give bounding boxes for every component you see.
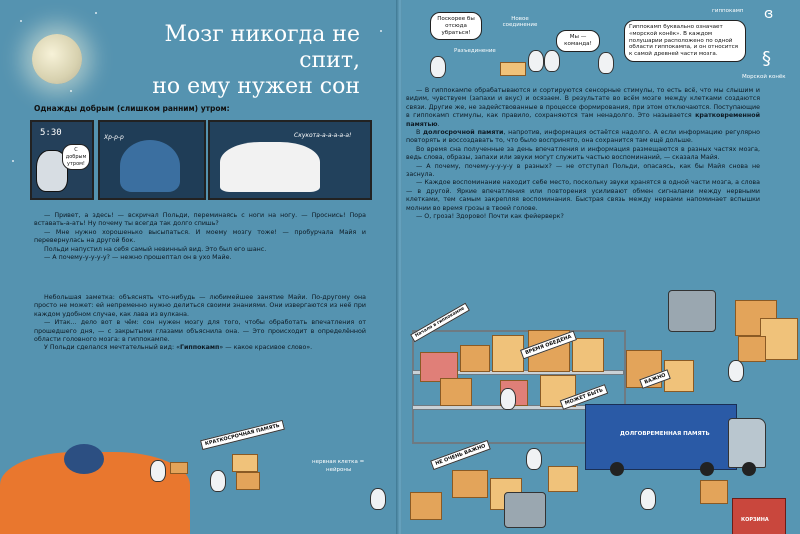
neuron-creature [544, 50, 560, 72]
truck-wheel [742, 462, 756, 476]
moon-illustration [32, 34, 82, 84]
term-long-term-memory: долгосрочной памяти [423, 129, 504, 137]
comic-subhead: Однажды добрым (слишком ранним) утром: [34, 104, 230, 113]
warehouse-shelf [412, 330, 626, 444]
snore-text: Хр-р-р [104, 134, 124, 141]
label-hippocampus: гиппокамп [712, 8, 744, 14]
comic-panel-1: 5:30 С добрым утром! [30, 120, 94, 200]
label-seahorse: Морской конёк [742, 74, 786, 80]
label-disconnection: Разъединение [454, 48, 496, 54]
para-r3: Во время сна полученные за день впечатле… [406, 145, 760, 162]
truck-wheel [610, 462, 624, 476]
neuron-creature [526, 448, 542, 470]
forklift [668, 290, 716, 332]
para-r5: — Каждое воспоминание находит себе место… [406, 179, 760, 212]
trash-bin: КОРЗИНА [732, 498, 786, 534]
para-r4: — А почему, почему-у-у-у-у в разных? — н… [406, 162, 760, 179]
parcel-box [500, 62, 526, 76]
para-r6: — О, гроза! Здорово! Почти как фейерверк… [416, 213, 564, 221]
parcel-box [232, 454, 258, 472]
truck-label: ДОЛГОВРЕМЕННАЯ ПАМЯТЬ [620, 431, 710, 437]
para-3: Польди напустил на себя самый невинный в… [44, 245, 267, 253]
parcel-box [420, 352, 458, 382]
neuron-creature [528, 50, 544, 72]
parcel-box [700, 480, 728, 504]
parcel-box [738, 336, 766, 362]
parcel-box [452, 470, 488, 498]
dialogue-block-1: — Привет, а здесь! — вскричал Польди, пе… [34, 212, 366, 262]
neuron-creature [728, 360, 744, 382]
para-5: Небольшая заметка: объяснять что-нибудь … [34, 294, 366, 318]
para-r1: — В гиппокампе обрабатываются и сортирую… [406, 87, 760, 128]
para-4: — А почему-у-у-у-у? — нежно прошептал он… [44, 254, 232, 262]
parcel-box [170, 462, 188, 474]
para-2: — Мне нужно хорошенько высыпаться. И мое… [34, 228, 366, 245]
legend-neurons-label: нейроны [326, 467, 352, 473]
label-new-connection: Новое соединение [502, 16, 538, 28]
para-6: — Итак... дело вот в чём: сон нужен мозг… [34, 319, 366, 344]
neuron-legend: нервная клетка = нейроны [312, 458, 364, 474]
parcel-box [440, 378, 472, 406]
sleeping-maya [64, 444, 104, 474]
right-text-block: — В гиппокампе обрабатываются и сортирую… [406, 87, 760, 222]
speech-bubble-team: Мы — команда! [556, 30, 600, 52]
dialogue-block-2: Небольшая заметка: объяснять что-нибудь … [34, 294, 366, 353]
speech-bubble-escape: Поскорее бы отсюда убраться! [430, 12, 482, 41]
parcel-box [548, 466, 578, 492]
bored-text: Скукота-а-а-а-а-а! [294, 132, 352, 139]
title-line-2: но ему нужен сон [152, 74, 360, 99]
clock-display: 5:30 [40, 128, 62, 138]
long-term-memory-truck: ДОЛГОВРЕМЕННАЯ ПАМЯТЬ [585, 404, 737, 470]
legend-neuron-label: нервная клетка = [312, 459, 365, 465]
parcel-box [410, 492, 442, 520]
hippocampus-term: Гиппокамп [179, 344, 220, 352]
sleeping-girl [120, 140, 180, 192]
term-short-term-memory: кратковременной памятью [406, 112, 760, 128]
para-7: У Польди сделался мечтательный вид: «Гип… [44, 344, 313, 352]
book-gutter [396, 0, 404, 534]
left-page: Мозг никогда не спит, но ему нужен сон О… [0, 0, 398, 534]
parcel-box [460, 345, 490, 372]
truck-cab [728, 418, 766, 468]
comic-panel-2: Хр-р-р [98, 120, 206, 200]
neuron-creature [210, 470, 226, 492]
info-bubble-hippocampus: Гиппокамп буквально означает «морской ко… [624, 20, 746, 62]
seahorse-icon: § [762, 48, 771, 69]
neuron-creature [500, 388, 516, 410]
forklift [504, 492, 546, 528]
neuron-creature [370, 488, 386, 510]
pillow [220, 142, 320, 192]
para-1: — Привет, а здесь! — вскричал Польди, пе… [34, 212, 366, 228]
parcel-box [572, 338, 604, 372]
parcel-box [492, 335, 524, 372]
para-r2: В долгосрочной памяти, напротив, информа… [406, 129, 760, 145]
parcel-box [540, 375, 576, 407]
parcel-box [236, 472, 260, 490]
neuron-creature [150, 460, 166, 482]
truck-wheel [700, 462, 714, 476]
sign-short-term-memory: КРАТКОСРОЧНАЯ ПАМЯТЬ [200, 419, 285, 451]
hippocampus-icon: ɞ [764, 6, 774, 22]
speech-bubble-good-morning: С добрым утром! [62, 144, 90, 171]
page-title: Мозг никогда не спит, но ему нужен сон [100, 22, 360, 100]
neuron-creature [598, 52, 614, 74]
comic-panel-3: Скукота-а-а-а-а-а! [208, 120, 372, 200]
title-line-1: Мозг никогда не спит, [164, 22, 360, 73]
bin-label: КОРЗИНА [741, 517, 769, 523]
neuron-creature [430, 56, 446, 78]
neuron-creature [640, 488, 656, 510]
